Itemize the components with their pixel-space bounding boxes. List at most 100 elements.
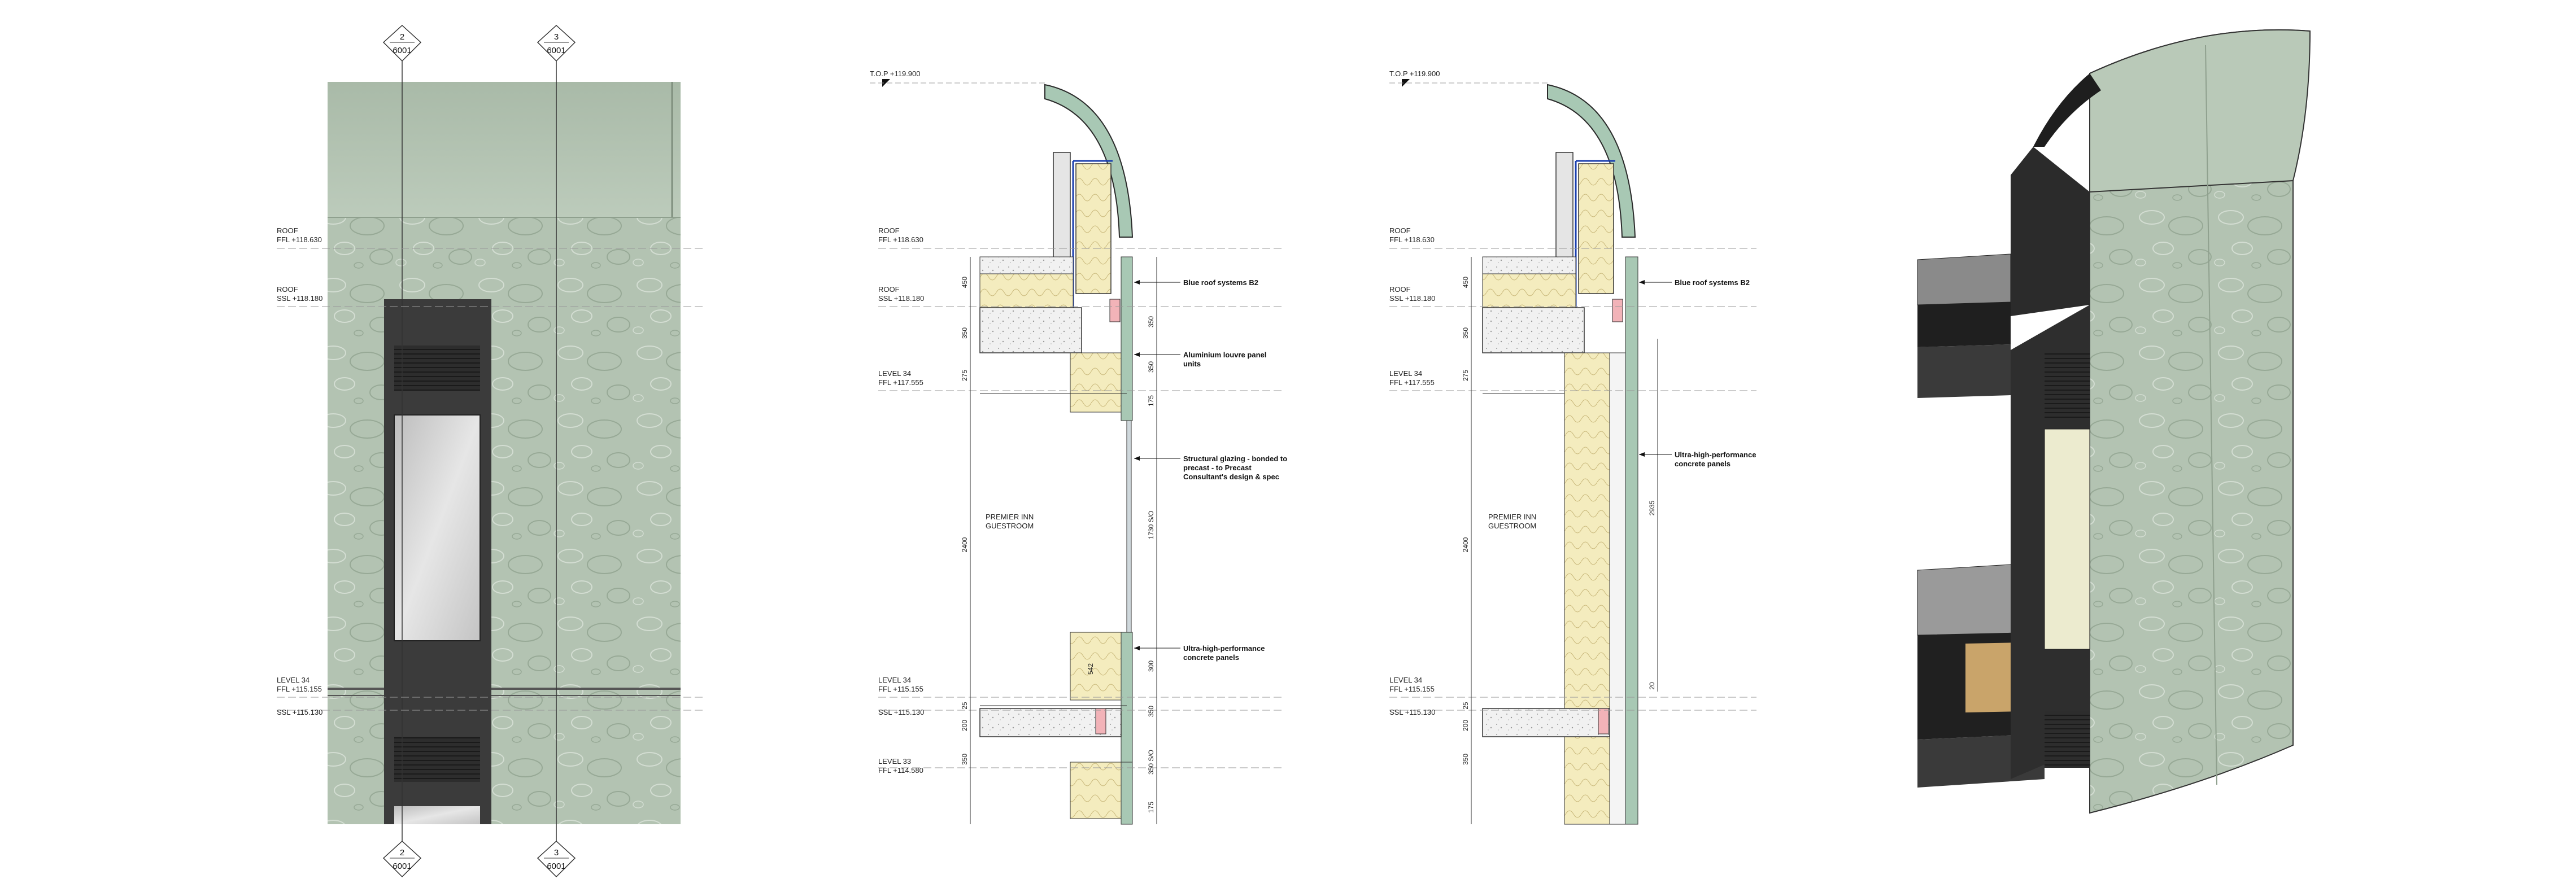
svg-text:SSL +118.180: SSL +118.180	[878, 294, 924, 303]
section1-dims-left: 450 350 275 2400 25 200 350	[961, 277, 969, 765]
section2-level-labels: ROOF FFL +118.630 ROOF SSL +118.180 LEVE…	[1389, 226, 1435, 716]
section2-coping	[1547, 84, 1636, 238]
svg-text:FFL +115.155: FFL +115.155	[878, 685, 923, 693]
axo-coping-edge	[2033, 73, 2101, 147]
section2-top-level: T.O.P +119.900	[1389, 69, 1548, 87]
section1-room-label: PREMIER INN GUESTROOM	[986, 513, 1034, 530]
grid-bubble-3-bottom: 3 6001	[537, 840, 576, 878]
svg-text:FFL +117.555: FFL +117.555	[1389, 378, 1435, 387]
svg-text:350: 350	[961, 754, 969, 765]
louvre-upper	[394, 346, 480, 391]
svg-text:PREMIER INN: PREMIER INN	[986, 513, 1034, 521]
section2-dims-right: 2935 20	[1648, 500, 1656, 689]
svg-text:350: 350	[1147, 316, 1155, 327]
svg-text:concrete panels: concrete panels	[1675, 460, 1731, 468]
svg-text:6001: 6001	[393, 861, 411, 871]
svg-text:SSL +115.130: SSL +115.130	[277, 708, 322, 716]
svg-text:LEVEL 34: LEVEL 34	[878, 676, 911, 684]
elevation: 2 6001 3 6001 2 6001 3 6001	[277, 24, 706, 878]
svg-text:Blue roof systems B2: Blue roof systems B2	[1675, 278, 1750, 287]
axo-glazing	[2044, 428, 2090, 650]
svg-text:350: 350	[1147, 361, 1155, 373]
svg-text:25: 25	[961, 702, 969, 710]
elevation-roof-band	[328, 82, 681, 217]
svg-text:T.O.P +119.900: T.O.P +119.900	[1389, 69, 1440, 78]
grid-bubble-2-bottom: 2 6001	[382, 840, 422, 878]
svg-text:6001: 6001	[393, 46, 411, 55]
svg-text:3: 3	[554, 32, 559, 42]
svg-text:350: 350	[1462, 754, 1470, 765]
svg-text:1730 S/O: 1730 S/O	[1147, 511, 1155, 540]
svg-text:ROOF: ROOF	[277, 285, 298, 294]
svg-text:Ultra-high-performance: Ultra-high-performance	[1183, 644, 1265, 653]
section1-coping	[1044, 84, 1134, 238]
svg-text:2400: 2400	[1462, 537, 1470, 552]
svg-text:Aluminium louvre panel: Aluminium louvre panel	[1183, 351, 1266, 359]
svg-text:Blue roof systems B2: Blue roof systems B2	[1183, 278, 1258, 287]
svg-text:Consultant's design & spec: Consultant's design & spec	[1183, 473, 1279, 481]
svg-text:450: 450	[1462, 277, 1470, 288]
svg-text:275: 275	[961, 370, 969, 381]
svg-text:LEVEL 34: LEVEL 34	[1389, 676, 1422, 684]
axo-roof-slab	[1917, 253, 2011, 305]
svg-text:LEVEL 34: LEVEL 34	[277, 676, 310, 684]
svg-text:FFL +114.580: FFL +114.580	[878, 766, 923, 775]
svg-text:2: 2	[400, 848, 404, 858]
svg-text:ROOF: ROOF	[1389, 226, 1411, 235]
section2-dims-left: 450 350 275 2400 25 200 350	[1462, 277, 1470, 765]
svg-text:6001: 6001	[547, 861, 565, 871]
svg-text:ROOF: ROOF	[277, 226, 298, 235]
section1-top-level: T.O.P +119.900	[870, 69, 1045, 87]
svg-text:2400: 2400	[961, 537, 969, 552]
svg-text:3: 3	[554, 848, 559, 858]
svg-text:precast - to Precast: precast - to Precast	[1183, 463, 1252, 472]
svg-text:FFL +118.630: FFL +118.630	[277, 235, 322, 244]
section1-dims-right: 350 350 175 1730 S/O 300 350 350 S/O 175…	[1087, 316, 1155, 813]
svg-text:ROOF: ROOF	[878, 285, 900, 294]
svg-text:FFL +115.155: FFL +115.155	[1389, 685, 1435, 693]
section-1: T.O.P +119.900	[870, 69, 1287, 825]
section2-notes: Blue roof systems B2 Ultra-high-performa…	[1639, 278, 1756, 468]
svg-text:SSL +118.180: SSL +118.180	[1389, 294, 1435, 303]
svg-text:FFL +118.630: FFL +118.630	[1389, 235, 1435, 244]
svg-text:FFL +117.555: FFL +117.555	[878, 378, 923, 387]
svg-text:LEVEL 33: LEVEL 33	[878, 757, 911, 766]
svg-text:350: 350	[961, 327, 969, 339]
grid-bubble-3-top: 3 6001	[537, 24, 576, 62]
svg-text:concrete panels: concrete panels	[1183, 653, 1239, 662]
svg-text:SSL +115.130: SSL +115.130	[878, 708, 924, 716]
svg-text:2: 2	[400, 32, 404, 42]
svg-text:ROOF: ROOF	[1389, 285, 1411, 294]
svg-text:GUESTROOM: GUESTROOM	[1488, 522, 1536, 530]
svg-text:350: 350	[1462, 327, 1470, 339]
svg-text:542: 542	[1087, 663, 1095, 675]
svg-text:PREMIER INN: PREMIER INN	[1488, 513, 1536, 521]
louvre-lower	[394, 737, 480, 782]
svg-text:LEVEL 34: LEVEL 34	[1389, 369, 1422, 378]
svg-text:200: 200	[1462, 720, 1470, 731]
grid-bubble-2-top: 2 6001	[382, 24, 422, 62]
section2-room-label: PREMIER INN GUESTROOM	[1488, 513, 1536, 530]
svg-text:300: 300	[1147, 661, 1155, 672]
svg-text:ROOF: ROOF	[878, 226, 900, 235]
axonometric-view	[1917, 29, 2311, 814]
section1-notes: Blue roof systems B2 Aluminium louvre pa…	[1134, 278, 1287, 662]
svg-text:Ultra-high-performance: Ultra-high-performance	[1675, 451, 1756, 459]
svg-text:2935: 2935	[1648, 500, 1656, 515]
section1-glazing	[1126, 420, 1132, 633]
svg-text:350 S/O: 350 S/O	[1147, 750, 1155, 775]
svg-text:Structural glazing - bonded to: Structural glazing - bonded to	[1183, 454, 1287, 463]
svg-text:FFL +118.630: FFL +118.630	[878, 235, 923, 244]
svg-text:275: 275	[1462, 370, 1470, 381]
svg-text:25: 25	[1462, 702, 1470, 710]
elevation-level-labels: ROOF FFL +118.630 ROOF SSL +118.180 LEVE…	[277, 226, 322, 716]
svg-text:200: 200	[961, 720, 969, 731]
svg-text:SSL +118.180: SSL +118.180	[277, 294, 322, 303]
svg-text:175: 175	[1147, 395, 1155, 406]
svg-text:T.O.P +119.900: T.O.P +119.900	[870, 69, 921, 78]
svg-text:LEVEL 34: LEVEL 34	[878, 369, 911, 378]
svg-text:450: 450	[961, 277, 969, 288]
svg-text:6001: 6001	[547, 46, 565, 55]
svg-text:175: 175	[1147, 802, 1155, 813]
